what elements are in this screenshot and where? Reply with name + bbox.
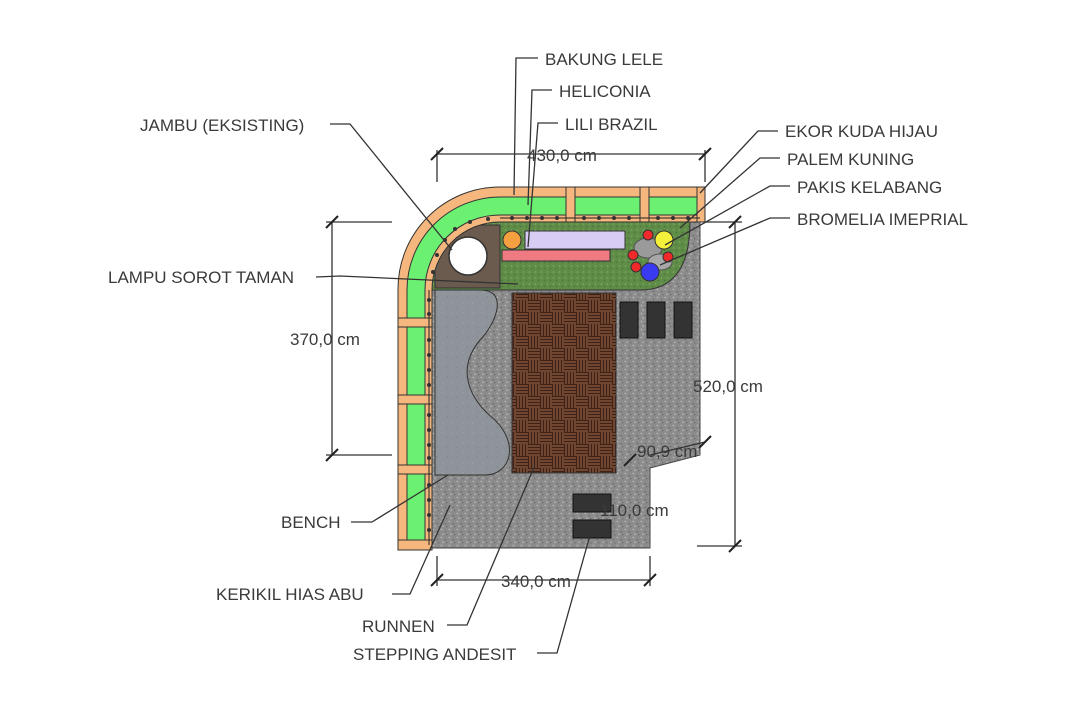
stone-path bbox=[434, 289, 510, 476]
dim-top-width: 430,0 cm bbox=[527, 146, 597, 165]
jambu-tree-canopy bbox=[448, 236, 488, 276]
label-bromelia: BROMELIA IMEPRIAL bbox=[797, 210, 968, 229]
stepping-stone bbox=[646, 301, 666, 339]
runnen-deck bbox=[511, 292, 617, 474]
bakung-flower bbox=[502, 230, 522, 250]
label-heliconia: HELICONIA bbox=[559, 82, 651, 101]
dimension-lines bbox=[325, 147, 742, 587]
dim-right-height: 520,0 cm bbox=[693, 377, 763, 396]
label-ekor-kuda-hijau: EKOR KUDA HIJAU bbox=[785, 122, 938, 141]
label-bench: BENCH bbox=[281, 513, 341, 532]
label-pakis-kelabang: PAKIS KELABANG bbox=[797, 178, 942, 197]
label-lampu-sorot: LAMPU SOROT TAMAN bbox=[108, 268, 294, 287]
ekor-kuda-flower bbox=[642, 229, 654, 241]
bromelia bbox=[640, 262, 660, 282]
dim-left-height: 370,0 cm bbox=[290, 330, 360, 349]
label-jambu: JAMBU (EKSISTING) bbox=[140, 116, 304, 135]
red-flower bbox=[627, 249, 639, 261]
label-bakung-lele: BAKUNG LELE bbox=[545, 50, 663, 69]
label-runnen: RUNNEN bbox=[362, 617, 435, 636]
lampu-sorot-line bbox=[427, 216, 700, 545]
heliconia-bed bbox=[501, 249, 611, 262]
label-stepping: STEPPING ANDESIT bbox=[353, 645, 516, 664]
dim-bottom-width: 340,0 cm bbox=[501, 572, 571, 591]
stepping-stone bbox=[572, 493, 612, 513]
leader-lines bbox=[315, 57, 790, 654]
dim-step-offset: 90,9 cm bbox=[637, 442, 697, 461]
palem-kuning bbox=[654, 230, 674, 250]
label-lili-brazil: LILI BRAZIL bbox=[565, 115, 658, 134]
label-kerikil: KERIKIL HIAS ABU bbox=[216, 585, 364, 604]
red-flower bbox=[630, 261, 642, 273]
stepping-stone bbox=[619, 301, 639, 339]
stepping-stone bbox=[673, 301, 693, 339]
pond-rect bbox=[524, 230, 626, 250]
label-palem-kuning: PALEM KUNING bbox=[787, 150, 914, 169]
dim-notch-height: 110,0 cm bbox=[600, 501, 669, 520]
